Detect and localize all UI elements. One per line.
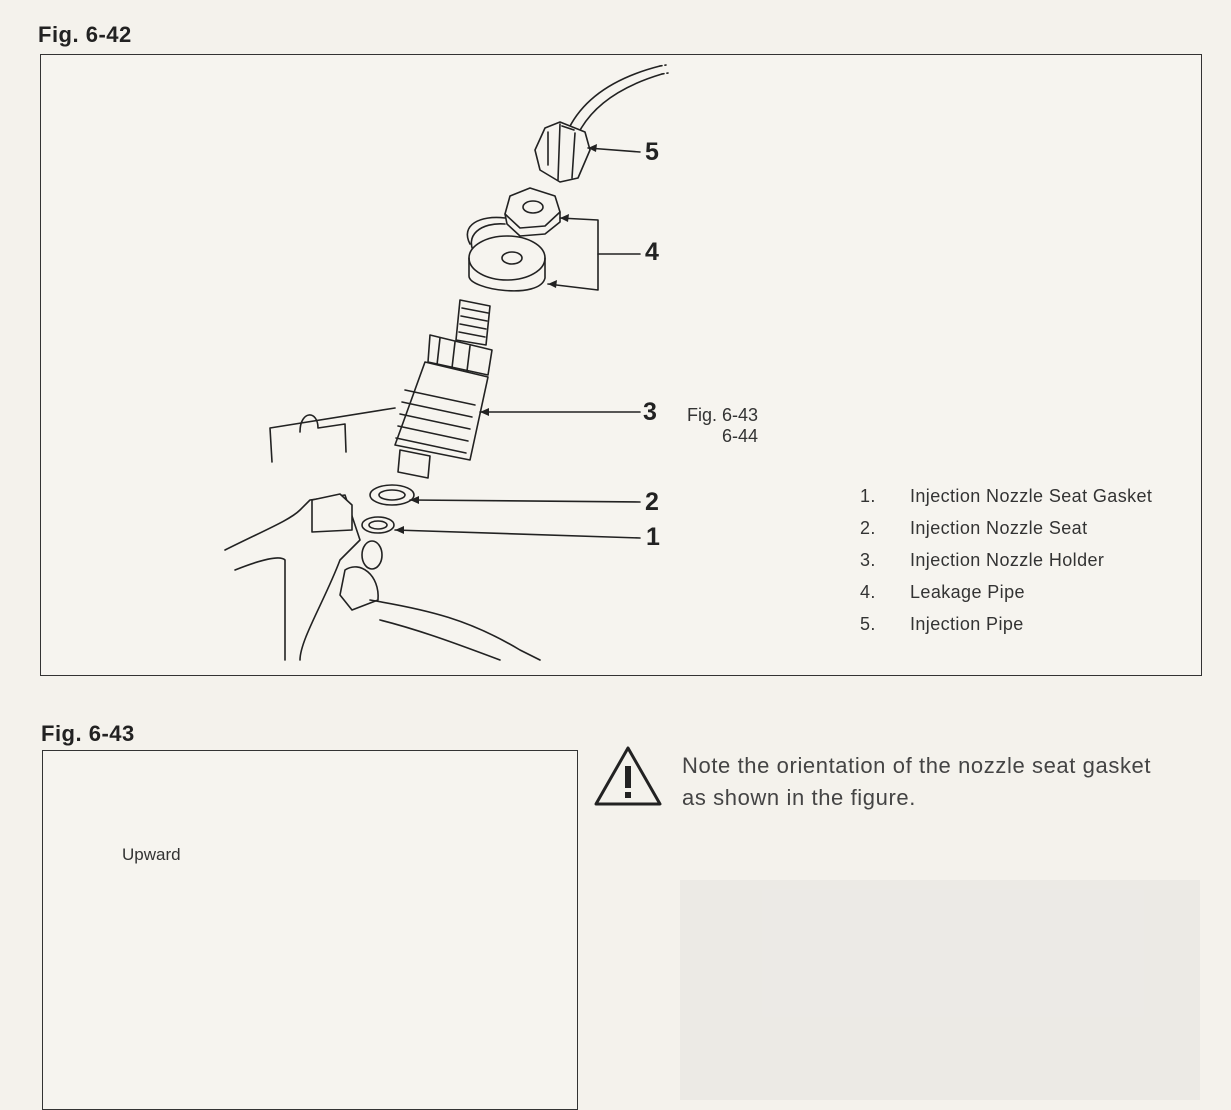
legend-item: 1. Injection Nozzle Seat Gasket: [860, 486, 1152, 518]
callout-2: 2: [645, 488, 659, 516]
callout-1: 1: [646, 523, 660, 551]
callout-5: 5: [645, 138, 659, 166]
legend-number: 5.: [860, 614, 876, 634]
note-line-1: Note the orientation of the nozzle seat …: [682, 753, 1152, 778]
callout-4: 4: [645, 238, 659, 266]
legend-number: 2.: [860, 518, 876, 538]
legend-item: 4. Leakage Pipe: [860, 582, 1152, 614]
note-line-2: as shown in the figure.: [682, 785, 916, 810]
legend-label: Injection Pipe: [910, 614, 1024, 634]
legend-item: 2. Injection Nozzle Seat: [860, 518, 1152, 550]
figure-cross-reference: Fig. 6-43 6-44: [672, 405, 758, 447]
legend-label: Injection Nozzle Seat: [910, 518, 1088, 538]
figure-title-6-43: Fig. 6-43: [41, 721, 135, 746]
parts-legend: 1. Injection Nozzle Seat Gasket 2. Injecti…: [860, 486, 1152, 646]
page-bleed-through: [680, 880, 1200, 1100]
legend-item: 5. Injection Pipe: [860, 614, 1152, 646]
warning-triangle-icon: [594, 746, 662, 806]
legend-label: Leakage Pipe: [910, 582, 1025, 602]
legend-label: Injection Nozzle Seat Gasket: [910, 486, 1153, 506]
figure-title-6-42: Fig. 6-42: [38, 22, 132, 47]
upward-label: Upward: [122, 845, 181, 864]
legend-item: 3. Injection Nozzle Holder: [860, 550, 1152, 582]
legend-label: Injection Nozzle Holder: [910, 550, 1105, 570]
xref-line-2: 6-44: [721, 426, 758, 446]
figure-frame-6-42: [40, 54, 1202, 676]
legend-number: 3.: [860, 550, 876, 570]
orientation-note: Note the orientation of the nozzle seat …: [682, 750, 1222, 814]
figure-frame-6-43: [42, 750, 578, 1110]
xref-line-1: Fig. 6-43: [686, 405, 758, 425]
legend-number: 4.: [860, 582, 876, 602]
legend-number: 1.: [860, 486, 876, 506]
callout-3: 3: [643, 398, 657, 426]
